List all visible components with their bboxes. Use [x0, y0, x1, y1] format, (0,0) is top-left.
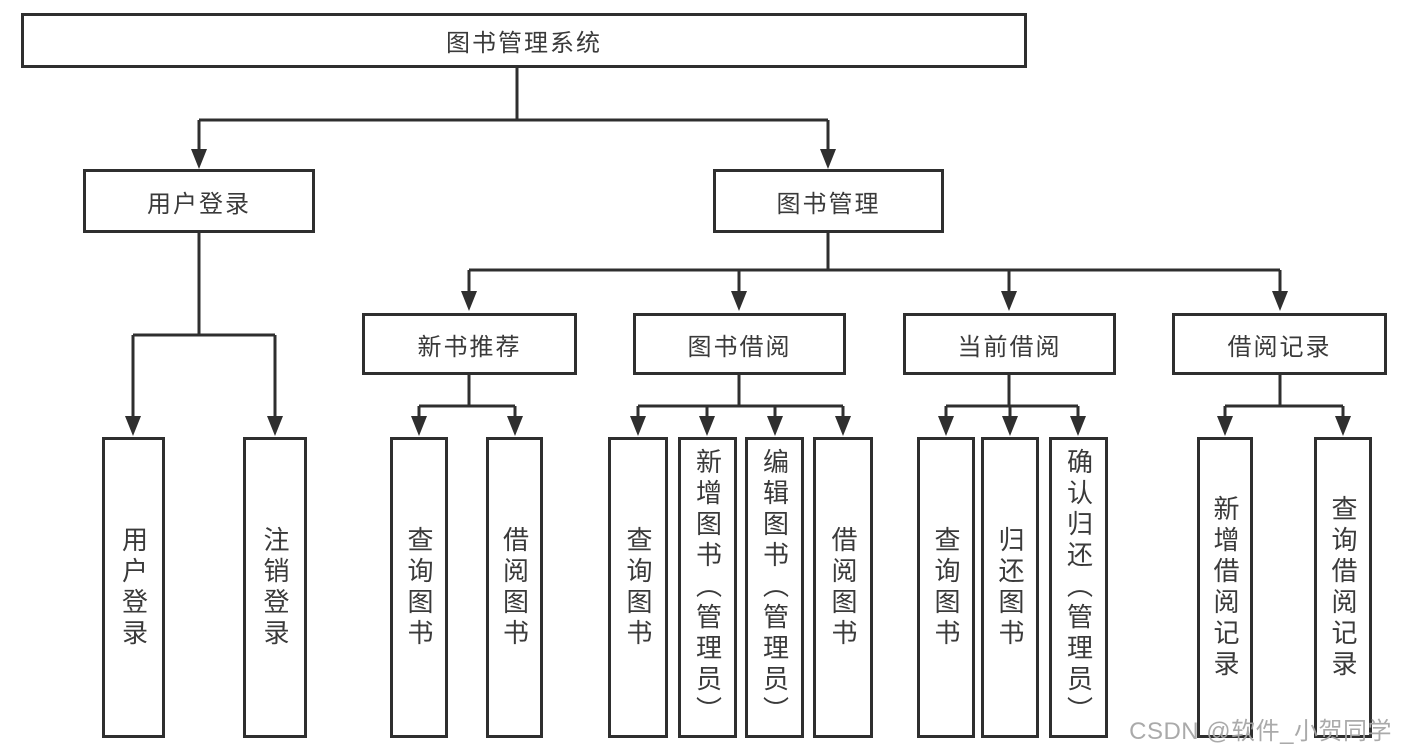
leaf-query-borrow-record-label: 查询借阅记录 [1328, 494, 1358, 681]
leaf-add-borrow-record-label: 新增借阅记录 [1210, 494, 1240, 681]
leaf-add-book-admin: 新增图书（管理员） [678, 437, 737, 738]
leaf-query-books-newbook-label: 查询图书 [404, 525, 434, 650]
leaf-query-books-newbook: 查询图书 [390, 437, 448, 738]
leaf-query-books-borrow-label: 查询图书 [623, 525, 653, 650]
arrowheads [125, 149, 1351, 436]
edge-lines [131, 68, 1345, 418]
leaf-query-books-current-label: 查询图书 [931, 525, 961, 650]
leaf-add-borrow-record: 新增借阅记录 [1197, 437, 1253, 738]
leaf-borrow-books-newbook: 借阅图书 [486, 437, 543, 738]
node-root-label: 图书管理系统 [446, 30, 602, 57]
leaf-logout-label: 注销登录 [260, 525, 290, 650]
node-new-book-recommend: 新书推荐 [362, 313, 577, 375]
node-user-login-label: 用户登录 [147, 190, 251, 218]
leaf-logout: 注销登录 [243, 437, 307, 738]
leaf-query-books-borrow: 查询图书 [608, 437, 668, 738]
leaf-query-borrow-record: 查询借阅记录 [1314, 437, 1372, 738]
node-book-management-label: 图书管理 [776, 190, 881, 218]
csdn-watermark: CSDN @软件_小贺同学 [1129, 718, 1392, 745]
leaf-user-login-label: 用户登录 [118, 525, 149, 650]
leaf-confirm-return-admin-label: 确认归还（管理员） [1063, 448, 1094, 727]
leaf-borrow-books-borrow-label: 借阅图书 [828, 525, 858, 650]
leaf-borrow-books-borrow: 借阅图书 [813, 437, 873, 738]
leaf-return-books: 归还图书 [981, 437, 1039, 738]
node-current-borrow-label: 当前借阅 [957, 333, 1062, 361]
node-root: 图书管理系统 [21, 13, 1027, 68]
node-borrow-records: 借阅记录 [1172, 313, 1387, 375]
node-user-login: 用户登录 [83, 169, 315, 233]
node-current-borrow: 当前借阅 [903, 313, 1116, 375]
leaf-user-login: 用户登录 [102, 437, 165, 738]
node-book-management: 图书管理 [713, 169, 944, 233]
leaf-edit-book-admin-label: 编辑图书（管理员） [759, 448, 790, 727]
node-borrow-records-label: 借阅记录 [1227, 333, 1332, 361]
leaf-confirm-return-admin: 确认归还（管理员） [1049, 437, 1108, 738]
node-book-borrow: 图书借阅 [633, 313, 846, 375]
leaf-edit-book-admin: 编辑图书（管理员） [745, 437, 804, 738]
leaf-add-book-admin-label: 新增图书（管理员） [692, 448, 723, 727]
leaf-return-books-label: 归还图书 [995, 525, 1025, 650]
node-book-borrow-label: 图书借阅 [687, 333, 792, 361]
leaf-borrow-books-newbook-label: 借阅图书 [499, 525, 530, 650]
node-new-book-recommend-label: 新书推荐 [417, 333, 522, 361]
leaf-query-books-current: 查询图书 [917, 437, 975, 738]
